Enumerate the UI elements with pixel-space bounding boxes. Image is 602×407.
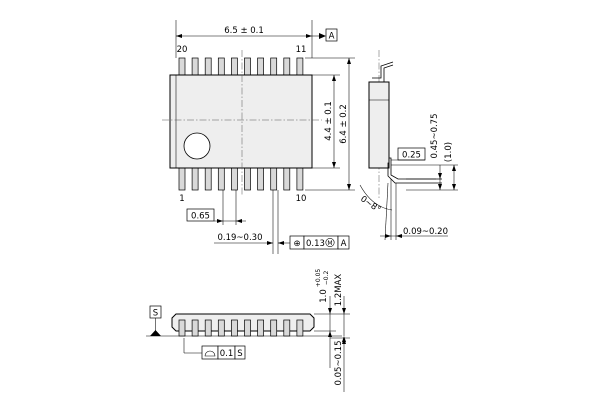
body-thickness: 1.0	[319, 289, 329, 303]
pitch-dimension: 0.65	[191, 212, 210, 222]
position-tolerance-icon: ⊕	[293, 239, 300, 249]
lead-front	[191, 319, 199, 337]
lead-top	[217, 57, 225, 76]
flatness-icon	[204, 350, 216, 357]
flatness-symbol-cell	[201, 345, 219, 360]
lead-front	[231, 319, 238, 337]
lead-top	[191, 57, 199, 76]
lead-bottom	[178, 167, 186, 191]
top-leads-lower	[178, 167, 304, 191]
lead-width-dimension: 0.19~0.30	[218, 233, 263, 243]
lead-thickness-dimension: 0.09~0.20	[403, 227, 448, 237]
lead-bottom	[204, 167, 212, 191]
datum-s-label: S	[153, 309, 158, 319]
lead-top	[283, 57, 291, 76]
lead-length-dimension: 0.45~0.75	[430, 114, 440, 159]
lead-bottom	[217, 167, 225, 191]
lead-bottom	[270, 167, 278, 191]
lead-bottom	[244, 167, 251, 191]
package-body-side	[368, 81, 390, 169]
lead-bottom	[257, 167, 264, 191]
pin-label-20: 20	[177, 45, 188, 55]
lead-top	[231, 57, 238, 76]
body-height-dimension: 4.4 ± 0.1	[324, 101, 334, 141]
lead-bottom	[296, 167, 304, 191]
lead-top	[270, 57, 278, 76]
position-tol-datum: A	[341, 239, 347, 249]
flatness-datum-cell	[234, 345, 246, 360]
flatness-value: 0.1	[220, 349, 234, 359]
datum-a-label: A	[329, 32, 335, 42]
body-thickness-tol-minus: −0.2	[323, 271, 330, 286]
lead-front	[257, 319, 264, 337]
flatness-datum: S	[237, 349, 242, 359]
lead-bottom	[231, 167, 238, 191]
lead-bottom	[283, 167, 291, 191]
pin-label-1: 1	[179, 194, 184, 204]
lead-bottom	[191, 167, 199, 191]
lead-length-ref: (1.0)	[444, 142, 454, 162]
lead-top	[257, 57, 264, 76]
lead-front	[178, 319, 186, 337]
position-tol-modifier: M	[327, 240, 332, 247]
lead-top	[204, 57, 212, 76]
width-dimension: 6.5 ± 0.1	[224, 26, 264, 36]
lead-front	[283, 319, 291, 337]
lead-top	[244, 57, 251, 76]
lead-front	[204, 319, 212, 337]
datum-a-box	[325, 28, 338, 42]
side-view: 0.25 0.45~0.75 (1.0) 0~8° 0.09~0.20	[358, 50, 458, 241]
position-tol-value: 0.13	[306, 239, 325, 249]
top-view: 6.5 ± 0.1 A 20 11 1 10 4.4 ± 0.1 6.4 ± 0…	[162, 20, 355, 254]
front-view: S 1.0 +0.05 −0.2 1.2MAX 0.05~0.15 0.1 S	[146, 269, 350, 392]
position-tol-datum-cell	[337, 235, 350, 250]
lead-angle: 0~8°	[358, 194, 382, 215]
lead-top	[296, 57, 304, 76]
pin-label-11: 11	[296, 45, 307, 55]
pitch-box	[186, 208, 215, 222]
lead-top	[178, 57, 186, 76]
pin-label-10: 10	[296, 194, 307, 204]
front-leads	[178, 319, 304, 337]
max-height: 1.2MAX	[334, 274, 344, 307]
lead-front	[217, 319, 225, 337]
top-leads-upper	[178, 57, 304, 76]
body-thickness-tol-plus: +0.05	[315, 269, 322, 288]
overall-height-dimension: 6.4 ± 0.2	[339, 104, 349, 144]
lead-front	[270, 319, 278, 337]
gauge-dimension: 0.25	[402, 151, 421, 161]
pin1-marker	[183, 132, 211, 160]
mmc-modifier-icon	[325, 238, 335, 248]
lead-front	[296, 319, 304, 337]
lead-front	[244, 319, 251, 337]
standoff-dimension: 0.05~0.15	[334, 341, 344, 386]
